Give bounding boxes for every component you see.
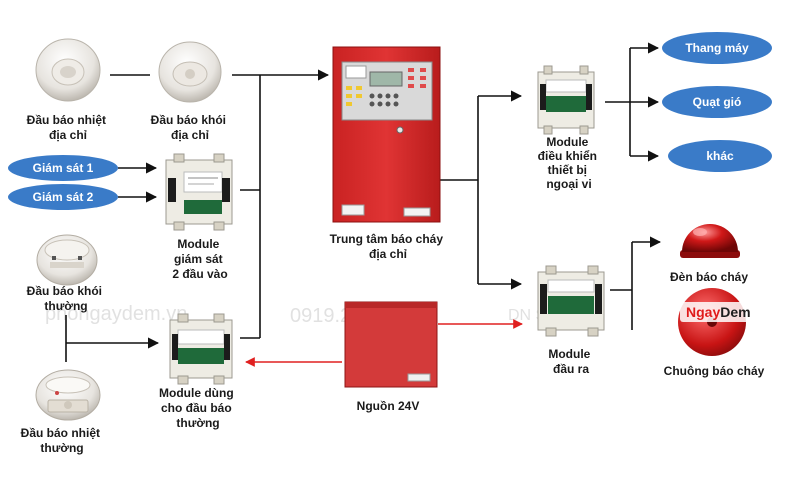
monitor-1-text: Giám sát 1 [33, 161, 94, 175]
elevator-pill: Thang máy [662, 32, 772, 64]
strobe-label: Đèn báo cháy [670, 270, 748, 284]
label-line: đầu ra [553, 362, 589, 376]
conventional-heat-detector-label: Đầu báo nhiệt thường [21, 426, 104, 455]
label-line: Module [548, 347, 590, 361]
other-pill: khác [668, 140, 772, 172]
label-line: ngoại vi [546, 177, 591, 191]
conventional-smoke-detector [36, 234, 98, 286]
conventional-smoke-detector-label: Đầu báo khói thường [27, 284, 106, 313]
fan-pill: Quạt gió [662, 86, 772, 118]
brand-logo-part2: Dem [720, 304, 750, 320]
conventional-zone-module-label: Module dùng cho đầu báo thường [159, 386, 237, 430]
output-module [537, 265, 605, 337]
monitor-1-pill: Giám sát 1 [8, 155, 118, 181]
label-line: Đầu báo khói [151, 113, 226, 127]
elevator-text: Thang máy [685, 41, 749, 55]
watermark-site: phongaydem.vn [45, 303, 187, 325]
label-line: giám sát [174, 252, 223, 266]
label-line: thiết bị [548, 163, 587, 177]
label-line: điều khiển [538, 149, 597, 163]
label-line: Đầu báo khói [27, 284, 102, 298]
label-line: địa chỉ [49, 128, 88, 142]
conventional-zone-module [169, 313, 233, 385]
label-line: địa chỉ [369, 247, 408, 261]
other-text: khác [706, 149, 734, 163]
monitor-2-text: Giám sát 2 [33, 190, 94, 204]
monitor-2-pill: Giám sát 2 [8, 184, 118, 210]
label-line: Đầu báo nhiệt [27, 113, 106, 127]
fire-alarm-control-panel [332, 46, 441, 223]
label-line: địa chỉ [171, 128, 210, 142]
control-panel-label: Trung tâm báo cháy địa chỉ [330, 232, 447, 261]
label-line: Module [177, 237, 219, 251]
label-line: Trung tâm báo cháy [330, 232, 444, 246]
addressable-heat-detector-label: Đầu báo nhiệt địa chỉ [27, 113, 110, 142]
label-line: cho đầu báo [161, 401, 232, 415]
fan-text: Quạt gió [693, 95, 742, 109]
label-line: 2 đầu vào [172, 267, 227, 281]
label-line: thường [176, 416, 219, 430]
power-supply-label: Nguồn 24V [357, 399, 420, 413]
output-module-label: Module đầu ra [548, 347, 593, 376]
conventional-heat-detector [35, 369, 101, 421]
bell-label: Chuông báo cháy [664, 364, 765, 378]
addressable-heat-detector [35, 38, 101, 102]
addressable-smoke-detector [158, 41, 222, 103]
brand-logo: NgayDem [680, 302, 768, 322]
label-line: Module [546, 135, 588, 149]
label-line: Đầu báo nhiệt [21, 426, 100, 440]
peripheral-control-module-label: Module điều khiển thiết bị ngoại vi [538, 135, 601, 191]
label-line: thường [44, 299, 87, 313]
power-lines [245, 319, 523, 367]
peripheral-control-module [537, 65, 595, 135]
strobe-light [680, 224, 740, 258]
monitor-module [165, 153, 233, 231]
monitor-module-label: Module giám sát 2 đầu vào [172, 237, 227, 281]
addressable-smoke-detector-label: Đầu báo khói địa chỉ [151, 113, 230, 142]
connection-lines [65, 42, 662, 362]
brand-logo-text: NgayDem [686, 304, 751, 320]
brand-logo-part1: Ngay [686, 304, 720, 320]
power-supply-24v [344, 301, 438, 388]
label-line: Module dùng [159, 386, 234, 400]
label-line: thường [40, 441, 83, 455]
